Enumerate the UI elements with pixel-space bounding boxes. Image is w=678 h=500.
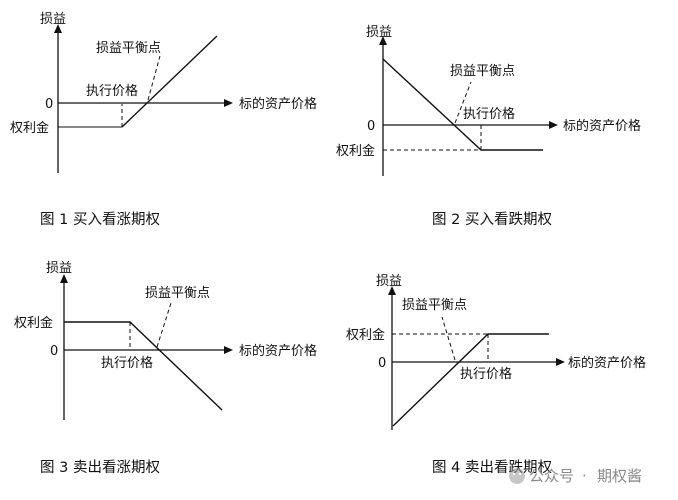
- figure-2-buy-put: 损益 损益平衡点 0 执行价格 权利金 标的资产价格 图 2 买入看跌期权: [336, 25, 641, 228]
- figure-1-buy-call: 损益 损益平衡点 0 执行价格 权利金 标的资产价格 图 1 买入看涨期权: [10, 12, 317, 228]
- watermark-source-text: 公众号: [529, 467, 574, 485]
- fig3-breakeven-label: 损益平衡点: [145, 286, 210, 301]
- fig4-breakeven-label: 损益平衡点: [402, 298, 467, 313]
- fig2-breakeven-label: 损益平衡点: [450, 64, 515, 79]
- fig4-zero-label: 0: [378, 356, 386, 371]
- fig4-pnl-label: 损益: [376, 274, 402, 289]
- fig1-payoff-line: [121, 35, 218, 128]
- fig1-breakeven-label: 损益平衡点: [96, 41, 161, 56]
- fig1-zero-label: 0: [45, 97, 53, 112]
- wechat-icon: [509, 468, 525, 484]
- fig1-premium-label: 权利金: [10, 120, 49, 136]
- fig2-strike-label: 执行价格: [463, 106, 515, 122]
- fig3-zero-label: 0: [50, 344, 58, 359]
- fig2-y-axis-arrow-icon: [379, 36, 387, 45]
- fig3-strike-label: 执行价格: [101, 355, 153, 371]
- figure-3-sell-call: 损益 损益平衡点 0 执行价格 权利金 标的资产价格 图 3 卖出看涨期权: [14, 261, 317, 476]
- fig4-strike-label: 执行价格: [460, 366, 512, 382]
- watermark-separator: ·: [582, 467, 587, 485]
- fig4-x-axis-label: 标的资产价格: [568, 355, 646, 371]
- fig1-y-axis-arrow-icon: [54, 24, 62, 33]
- fig3-caption: 图 3 卖出看涨期权: [40, 459, 160, 476]
- fig3-x-axis-arrow-icon: [224, 346, 233, 354]
- fig2-premium-label: 权利金: [336, 143, 375, 159]
- fig3-premium-label: 权利金: [14, 315, 53, 331]
- fig2-x-axis-arrow-icon: [549, 121, 558, 129]
- fig2-zero-label: 0: [367, 119, 375, 134]
- watermark-account-name: 期权酱: [597, 467, 642, 485]
- fig3-y-axis-arrow-icon: [60, 274, 68, 283]
- fig4-breakeven-dash: [441, 316, 456, 361]
- fig2-x-axis-label: 标的资产价格: [563, 118, 641, 134]
- figure-4-sell-put: 损益 损益平衡点 0 执行价格 权利金 标的资产价格 图 4 卖出看跌期权: [346, 274, 646, 476]
- fig1-pnl-label: 损益: [40, 12, 66, 27]
- fig4-x-axis-arrow-icon: [556, 358, 565, 366]
- fig2-pnl-label: 损益: [366, 25, 392, 40]
- fig3-breakeven-dash: [156, 302, 172, 348]
- fig2-caption: 图 2 买入看跌期权: [432, 211, 552, 228]
- fig1-breakeven-dash: [147, 55, 161, 101]
- fig1-caption: 图 1 买入看涨期权: [40, 211, 160, 228]
- fig3-pnl-label: 损益: [46, 261, 72, 276]
- fig4-premium-label: 权利金: [346, 327, 385, 343]
- fig1-x-axis-label: 标的资产价格: [239, 96, 317, 112]
- fig2-breakeven-dash: [454, 81, 472, 124]
- watermark: 公众号 · 期权酱: [509, 467, 642, 485]
- fig1-x-axis-arrow-icon: [224, 99, 233, 107]
- fig4-y-axis-arrow-icon: [388, 286, 396, 295]
- fig3-x-axis-label: 标的资产价格: [239, 343, 317, 359]
- fig1-strike-label: 执行价格: [86, 83, 138, 99]
